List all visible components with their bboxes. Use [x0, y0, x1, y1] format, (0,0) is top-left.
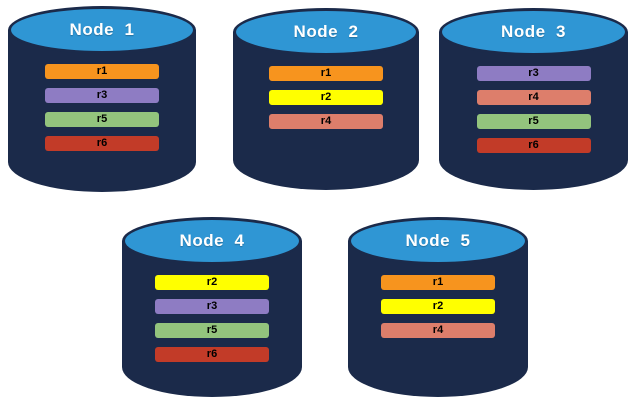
replica-label: r5	[206, 324, 218, 336]
replica-bar-r2: r2	[155, 275, 269, 290]
replica-list: r3 r4 r5 r6	[439, 66, 628, 153]
replica-bar-r6: r6	[155, 347, 269, 362]
replica-bar-r5: r5	[155, 323, 269, 338]
replica-bar-r3: r3	[155, 299, 269, 314]
cylinder-body	[122, 241, 302, 397]
cylinder-body	[233, 32, 419, 190]
replica-bar-r2: r2	[269, 90, 383, 105]
replica-bar-r6: r6	[476, 138, 591, 153]
cylinder-top-ellipse: Node 5	[348, 217, 528, 265]
replica-label: r3	[96, 89, 108, 101]
replica-list: r2 r3 r5 r6	[122, 275, 302, 362]
replica-bar-r6: r6	[45, 136, 159, 151]
replica-bar-r5: r5	[476, 114, 591, 129]
replica-label: r2	[206, 276, 218, 288]
cylinder-body	[348, 241, 528, 397]
replica-bar-r4: r4	[269, 114, 383, 129]
node-cylinder: Node 4 r2 r3 r5 r6	[122, 217, 302, 397]
replica-label: r2	[432, 300, 444, 312]
replica-label: r1	[432, 276, 444, 288]
replica-list: r1 r3 r5 r6	[8, 64, 196, 151]
replica-label: r5	[528, 115, 539, 127]
replica-list: r1 r2 r4	[233, 66, 419, 129]
cylinder-body	[439, 32, 628, 190]
node-cylinder: Node 5 r1 r2 r4	[348, 217, 528, 397]
replica-label: r1	[320, 67, 332, 79]
replica-label: r4	[320, 115, 332, 127]
node-label: Node 2	[293, 22, 359, 41]
replica-label: r3	[528, 67, 539, 79]
node-label: Node 1	[69, 20, 135, 39]
replica-bar-r1: r1	[269, 66, 383, 81]
replica-label: r4	[432, 324, 444, 336]
node-label: Node 4	[179, 231, 245, 250]
replica-bar-r4: r4	[476, 90, 591, 105]
node-label: Node 3	[501, 22, 566, 41]
cylinder-body	[8, 30, 196, 192]
replica-bar-r5: r5	[45, 112, 159, 127]
cylinder-top-ellipse: Node 4	[122, 217, 302, 265]
node-cylinder: Node 3 r3 r4 r5 r6	[439, 8, 628, 190]
replica-label: r6	[206, 348, 218, 360]
replica-bar-r3: r3	[45, 88, 159, 103]
replica-label: r1	[96, 65, 108, 77]
replica-label: r6	[96, 137, 108, 149]
node-cylinder: Node 1 r1 r3 r5 r6	[8, 6, 196, 192]
replica-label: r3	[206, 300, 218, 312]
replica-label: r5	[96, 113, 108, 125]
node-cylinder: Node 2 r1 r2 r4	[233, 8, 419, 190]
cylinder-top-ellipse: Node 1	[8, 6, 196, 54]
replica-bar-r1: r1	[45, 64, 159, 79]
cylinder-top-ellipse: Node 3	[439, 8, 628, 56]
replica-bar-r4: r4	[381, 323, 495, 338]
replica-list: r1 r2 r4	[348, 275, 528, 338]
cylinder-top-ellipse: Node 2	[233, 8, 419, 56]
replica-label: r2	[320, 91, 332, 103]
replica-bar-r1: r1	[381, 275, 495, 290]
node-label: Node 5	[405, 231, 471, 250]
replica-bar-r2: r2	[381, 299, 495, 314]
replica-bar-r3: r3	[476, 66, 591, 81]
replica-label: r4	[528, 91, 539, 103]
replica-label: r6	[528, 139, 539, 151]
